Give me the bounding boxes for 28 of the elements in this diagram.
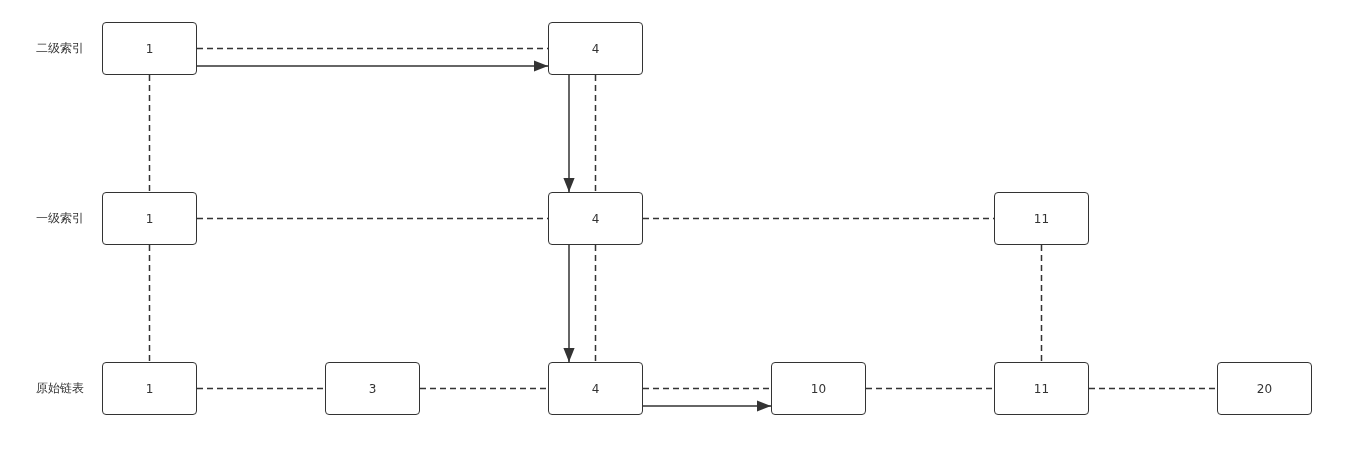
node-box: 11 — [994, 192, 1089, 245]
dashed-line — [594, 74, 597, 193]
node-box: 3 — [325, 362, 420, 415]
dashed-line — [1088, 387, 1218, 390]
node-box: 1 — [102, 192, 197, 245]
node-box: 4 — [548, 22, 643, 75]
dashed-line — [148, 74, 151, 193]
row-label: 原始链表 — [36, 380, 84, 397]
dashed-line — [594, 244, 597, 363]
arrow — [563, 74, 575, 193]
dashed-line — [148, 244, 151, 363]
dashed-line — [196, 387, 326, 390]
arrow — [563, 244, 575, 363]
dashed-line — [1040, 244, 1043, 363]
node-box: 1 — [102, 22, 197, 75]
arrow — [642, 400, 772, 412]
node-box: 10 — [771, 362, 866, 415]
dashed-line — [865, 387, 995, 390]
node-box: 1 — [102, 362, 197, 415]
node-box: 11 — [994, 362, 1089, 415]
node-box: 4 — [548, 362, 643, 415]
node-box: 20 — [1217, 362, 1312, 415]
node-box: 4 — [548, 192, 643, 245]
arrow — [196, 60, 549, 72]
dashed-line — [419, 387, 549, 390]
dashed-line — [642, 387, 772, 390]
row-label: 二级索引 — [36, 40, 84, 57]
row-label: 一级索引 — [36, 210, 84, 227]
